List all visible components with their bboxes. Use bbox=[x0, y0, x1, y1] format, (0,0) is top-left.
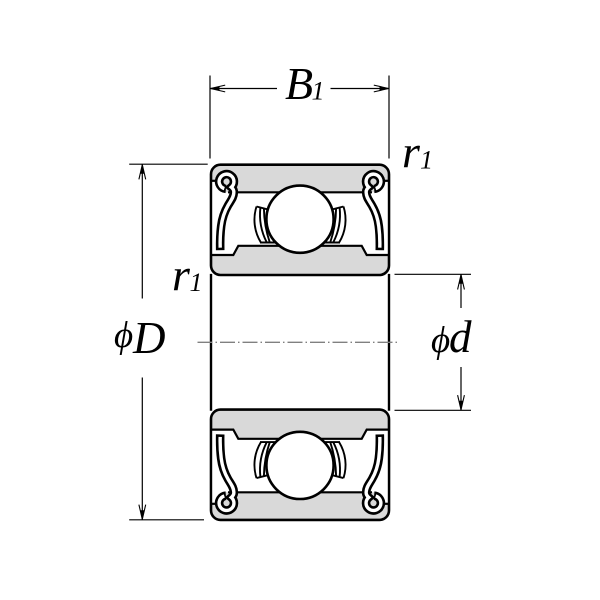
svg-text:d: d bbox=[449, 312, 472, 362]
svg-text:D: D bbox=[132, 313, 166, 363]
svg-text:r: r bbox=[172, 249, 191, 300]
svg-text:1: 1 bbox=[190, 268, 203, 297]
svg-text:1: 1 bbox=[420, 146, 433, 175]
svg-text:1: 1 bbox=[312, 77, 325, 106]
svg-text:r: r bbox=[402, 126, 421, 177]
svg-text:ϕ: ϕ bbox=[431, 320, 450, 361]
svg-text:B: B bbox=[285, 58, 313, 109]
svg-text:ϕ: ϕ bbox=[114, 315, 133, 356]
